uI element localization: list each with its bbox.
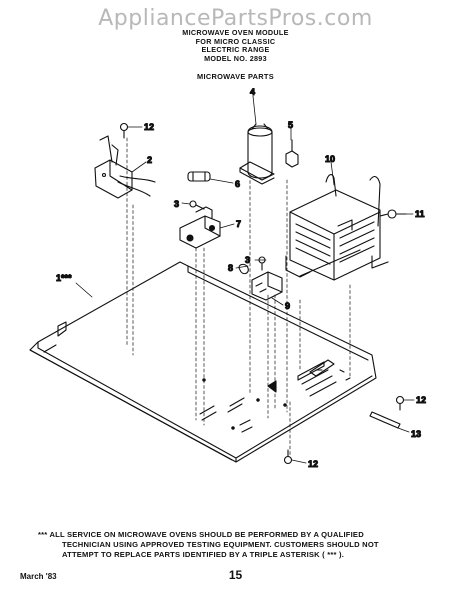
capacitor-part-4 [239,123,275,185]
base-plate-part-1 [29,261,377,463]
footnote-line-3: ATTEMPT TO REPLACE PARTS IDENTIFIED BY A… [62,550,345,559]
fitting-part-5 [285,139,299,168]
callout-3-right: 3 [245,255,250,265]
header-line-2: FOR MICRO CLASSIC [195,36,276,46]
pin-part-13 [369,411,401,429]
leader-lines [75,95,415,464]
callout-5: 5 [288,120,293,130]
callout-3-left: 3 [174,199,179,209]
date-label: March '83 [20,572,57,581]
fuse-holder-part-7 [179,206,221,249]
screw-part-3-left [189,200,205,210]
diagram-header: MICROWAVE OVEN MODULE FOR MICRO CLASSIC … [0,28,471,63]
footnote-line-1: *** ALL SERVICE ON MICROWAVE OVENS SHOUL… [38,530,364,539]
service-footnote: *** ALL SERVICE ON MICROWAVE OVENS SHOUL… [38,530,448,560]
transformer-part-10 [285,173,389,281]
assembly-guide-lines [126,137,351,456]
callout-6: 6 [235,179,240,189]
callout-8: 8 [228,263,233,273]
screw-part-12-right [395,395,405,411]
header-line-3: ELECTRIC RANGE [201,45,270,55]
header-line-4: MODEL NO. 2893 [204,53,267,63]
terminal-part-11 [379,209,407,219]
callout-12-top: 12 [144,122,154,132]
callout-11: 11 [415,209,425,219]
fuse-part-6 [187,171,211,182]
watermark: AppliancePartsPros.com [98,6,373,31]
wire-bracket-part-2 [94,135,156,199]
screw-part-12-bottom [283,449,293,465]
callout-12-bottom: 12 [308,459,318,469]
clip-part-8 [238,263,249,275]
callout-13: 13 [411,429,421,439]
footnote-line-2: TECHNICIAN USING APPROVED TESTING EQUIPM… [62,540,379,549]
screw-part-12-top [119,122,129,139]
callout-10: 10 [325,154,335,164]
callout-4: 4 [250,87,255,97]
section-title: MICROWAVE PARTS [197,72,274,81]
callout-9: 9 [285,301,290,311]
callout-12-right: 12 [416,395,426,405]
page-number: 15 [228,568,243,582]
callout-7: 7 [236,219,241,229]
header-line-1: MICROWAVE OVEN MODULE [182,28,289,37]
callout-1: 1*** [56,273,72,283]
screw-part-3-right [258,256,266,271]
callout-2: 2 [147,155,152,165]
switch-part-9 [251,271,283,301]
